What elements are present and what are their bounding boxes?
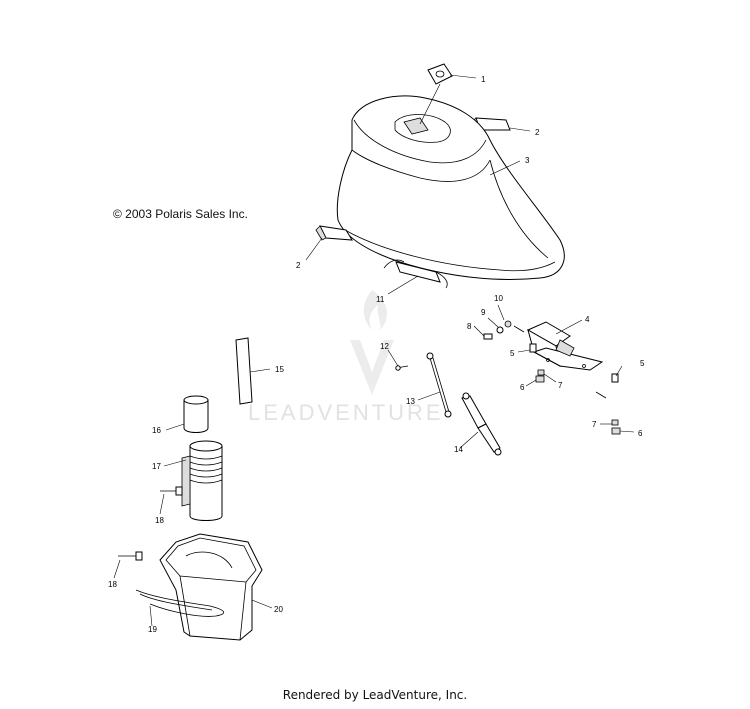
callout-7-right: 7 (592, 420, 597, 429)
part-10-spring (504, 320, 525, 333)
part-17-bellows (181, 440, 223, 521)
part-14-strut (461, 392, 502, 456)
callout-8: 8 (467, 322, 472, 331)
callout-18-lower: 18 (108, 580, 117, 589)
part-7-nut-left (537, 369, 545, 376)
callout-11: 11 (376, 295, 385, 304)
callout-5-left: 5 (510, 349, 515, 358)
part-2-pad-left (315, 225, 353, 241)
watermark-logo (350, 290, 394, 395)
part-8-screw (483, 333, 493, 340)
part-11-strip (383, 259, 448, 289)
callout-14: 14 (454, 445, 463, 454)
part-5-bolt-right (611, 373, 619, 383)
part-12-rod (395, 365, 409, 371)
watermark-text: LEADVENTURE (248, 400, 444, 425)
callout-18-upper: 18 (155, 516, 164, 525)
callout-20: 20 (274, 605, 283, 614)
callout-2-left: 2 (296, 261, 301, 270)
part-6-nut-right (611, 427, 621, 435)
callout-3: 3 (525, 156, 530, 165)
callout-1: 1 (481, 75, 486, 84)
part-19-strap (135, 589, 224, 617)
part-20-bin (159, 533, 263, 641)
part-16-cap (183, 395, 209, 433)
part-1-tag (427, 63, 453, 85)
callout-16: 16 (152, 426, 161, 435)
footer-credit: Rendered by LeadVenture, Inc. (282, 688, 468, 702)
part-6-nut-left (535, 375, 545, 383)
callout-13: 13 (406, 397, 415, 406)
part-18-pin-lower (118, 551, 143, 561)
part-9-washer (496, 326, 504, 334)
leader-lines (113, 74, 635, 627)
callout-6-right: 6 (638, 429, 643, 438)
part-18-pin-upper (160, 486, 183, 496)
callout-15: 15 (275, 365, 284, 374)
callout-2-top: 2 (535, 128, 540, 137)
part-3-hood (336, 95, 565, 280)
callout-12: 12 (380, 342, 389, 351)
copyright-notice: © 2003 Polaris Sales Inc. (113, 207, 248, 221)
part-5-bolt-left (529, 343, 537, 353)
part-7-nut-right (611, 419, 619, 426)
callout-10: 10 (494, 294, 503, 303)
callout-19: 19 (148, 625, 157, 634)
part-15-plate (235, 337, 253, 405)
callout-9: 9 (481, 308, 486, 317)
callout-6-left: 6 (520, 383, 525, 392)
part-13-cable (426, 352, 452, 418)
part-4-latch (526, 321, 604, 371)
callout-4: 4 (585, 315, 590, 324)
callout-5-right: 5 (640, 359, 645, 368)
callout-7-left: 7 (558, 381, 563, 390)
callout-17: 17 (152, 462, 161, 471)
part-pin-small (595, 391, 607, 399)
